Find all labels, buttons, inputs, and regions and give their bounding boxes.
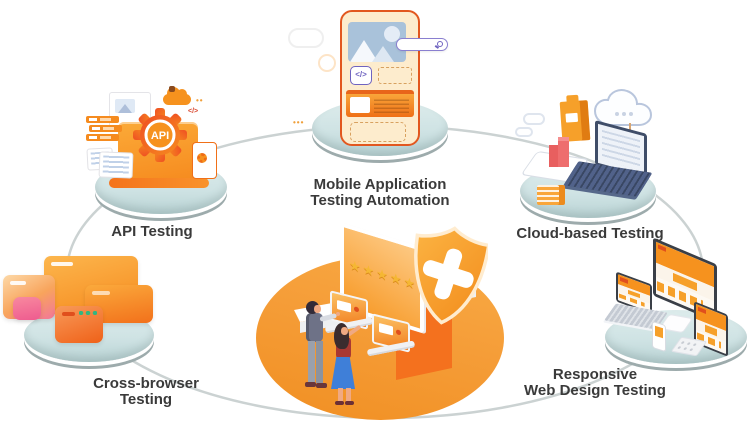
search-bar bbox=[396, 38, 448, 51]
smartphone-icon bbox=[652, 320, 666, 353]
man-shoe bbox=[305, 382, 316, 387]
search-icon bbox=[437, 41, 443, 47]
man-leg bbox=[316, 341, 323, 383]
cloud-icon bbox=[163, 87, 191, 105]
label-mobile-testing: Mobile Application Testing Automation bbox=[310, 176, 450, 210]
bar-chart-icon bbox=[558, 137, 569, 167]
dashed-placeholder bbox=[350, 122, 406, 142]
code-chip: </> bbox=[350, 66, 372, 85]
code-tag-icon: </> bbox=[188, 108, 199, 115]
code-line-chip-icon bbox=[86, 134, 119, 141]
code-line-chip-icon bbox=[89, 125, 122, 132]
small-cloud-icon bbox=[523, 113, 545, 125]
phone-gear-card-icon bbox=[192, 142, 217, 179]
keypad-icon bbox=[670, 336, 708, 357]
content-card-icon bbox=[346, 90, 414, 117]
window-dots-icon bbox=[79, 311, 97, 315]
node-cross-browser-testing bbox=[0, 248, 160, 352]
dashed-placeholder bbox=[378, 67, 412, 84]
label-api-testing: API Testing bbox=[111, 223, 193, 240]
sketch-cloud-decoration bbox=[288, 28, 324, 48]
woman-shoe bbox=[335, 401, 344, 405]
image-placeholder-icon bbox=[115, 99, 135, 113]
dots-decoration: ••• bbox=[293, 118, 305, 127]
woman-leg bbox=[346, 388, 351, 402]
laptop-base-icon bbox=[109, 178, 209, 188]
man-hand bbox=[336, 312, 340, 316]
woman-leg bbox=[338, 388, 343, 402]
bar-chart-icon bbox=[549, 145, 558, 167]
man-shoe bbox=[316, 383, 327, 388]
striped-box-icon bbox=[537, 185, 565, 205]
node-responsive-testing bbox=[600, 237, 756, 365]
label-cross-browser-testing: Cross-browser Testing bbox=[93, 375, 199, 409]
dots-decoration: •• bbox=[196, 96, 204, 105]
container-box-icon bbox=[559, 100, 591, 142]
node-api-testing: </> bbox=[85, 80, 233, 198]
api-gear-icon: API bbox=[133, 108, 187, 162]
browser-window-icon bbox=[55, 306, 103, 343]
woman-shoe bbox=[345, 401, 354, 405]
woman-face bbox=[341, 327, 348, 335]
code-card-icon bbox=[98, 151, 134, 179]
label-responsive-testing: Responsive Web Design Testing bbox=[524, 366, 666, 400]
node-mobile-testing: </> bbox=[336, 6, 468, 152]
browser-window-icon bbox=[13, 297, 41, 320]
gear-icon bbox=[197, 153, 207, 163]
sketch-ring-decoration bbox=[318, 54, 336, 72]
image-block-icon bbox=[348, 22, 406, 62]
small-cloud-icon bbox=[515, 127, 533, 137]
lock-icon bbox=[169, 86, 175, 92]
code-line-chip-icon bbox=[86, 116, 119, 123]
node-cloud-testing bbox=[515, 75, 665, 213]
label-cloud-testing: Cloud-based Testing bbox=[516, 225, 664, 242]
man-leg bbox=[308, 341, 315, 383]
man-face bbox=[314, 305, 321, 313]
shield-plus-icon bbox=[414, 226, 488, 325]
cloud-icon bbox=[593, 89, 653, 126]
api-badge: API bbox=[151, 130, 169, 142]
